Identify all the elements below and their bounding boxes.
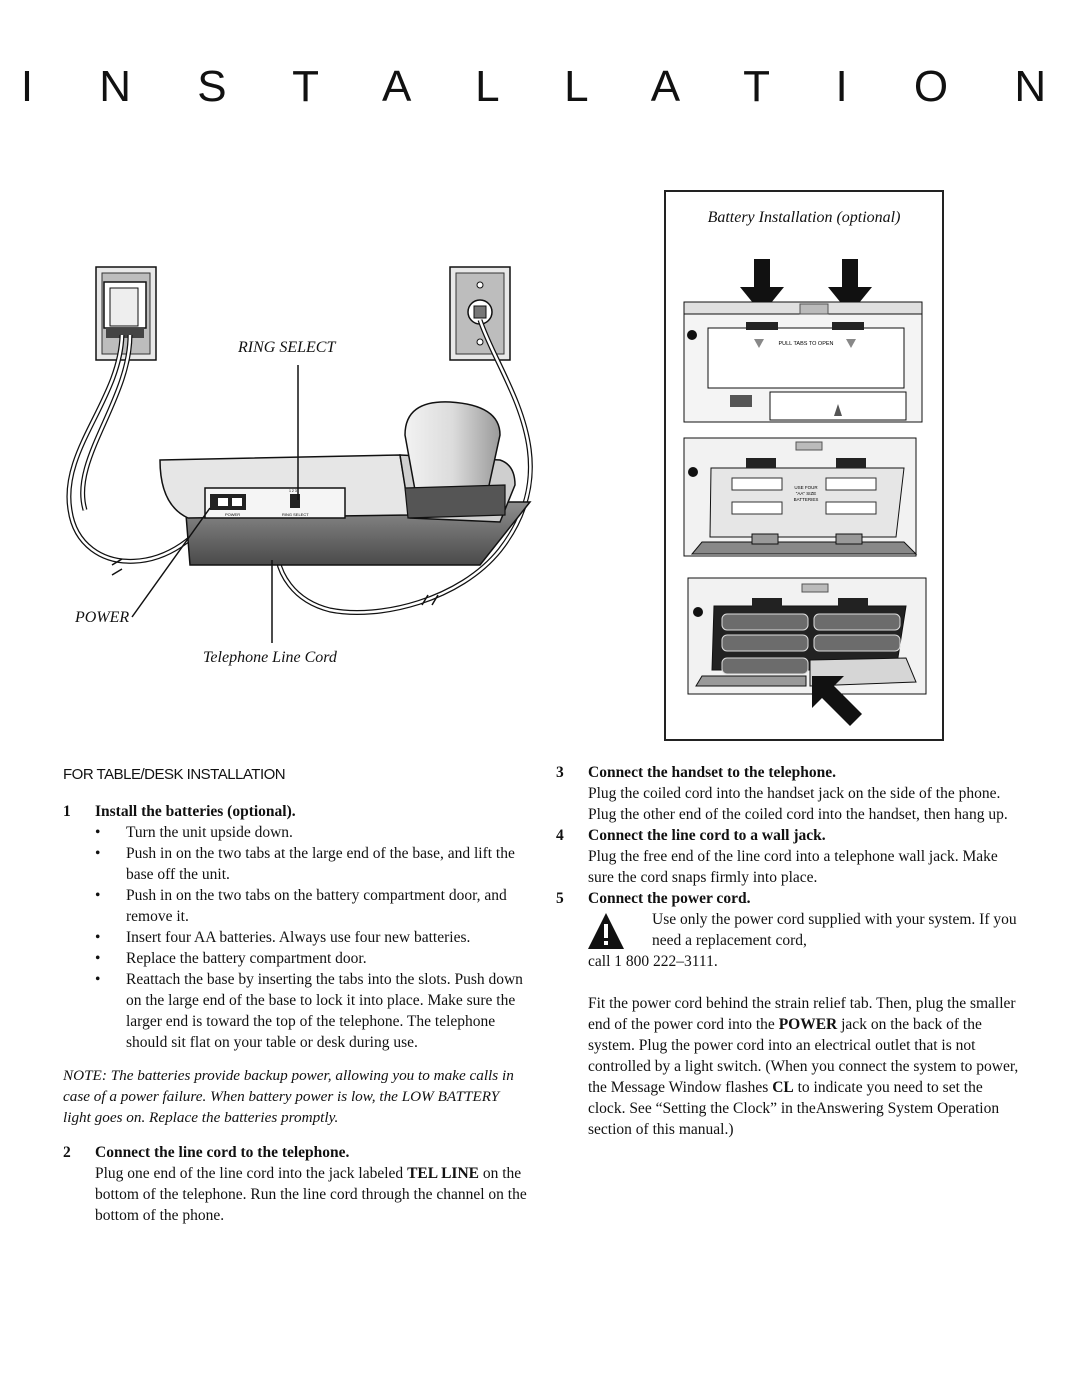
- step-1-title: Install the batteries (optional).: [95, 803, 296, 820]
- step-3-number: 3: [556, 764, 564, 781]
- use-four-text-2: "AA" SIZE: [796, 491, 816, 496]
- step-1-header: 1 Install the batteries (optional).: [63, 801, 528, 822]
- handset-icon: [404, 401, 506, 519]
- step-5-title: Connect the power cord.: [588, 890, 751, 907]
- switch-numbers: 1 2 3: [289, 489, 297, 493]
- section-heading: FOR TABLE/DESK INSTALLATION: [63, 766, 286, 783]
- bullet-item: • Push in on the two tabs at the large en…: [63, 843, 528, 885]
- bullet-item: • Turn the unit upside down.: [63, 822, 528, 843]
- note-label: NOTE:: [63, 1067, 107, 1084]
- bullet-text: Insert four AA batteries. Always use fou…: [126, 929, 471, 946]
- battery-steps-illustration: PULL TABS TO OPEN USE FOUR "AA" SIZE BAT…: [683, 259, 927, 726]
- use-four-text-3: BATTERIES: [794, 497, 819, 502]
- tel-line-label: TEL LINE: [407, 1165, 479, 1182]
- power-paragraph-part-1: Fit the power cord behind the strain rel…: [588, 995, 1016, 1033]
- cl-bold-label: CL: [772, 1079, 794, 1096]
- bullet-mark: •: [95, 824, 101, 841]
- bullet-item: • Push in on the two tabs on the battery …: [63, 885, 528, 927]
- battery-note: NOTE: The batteries provide backup power…: [63, 1065, 528, 1128]
- warning-text: Use only the power cord supplied with yo…: [652, 911, 1017, 949]
- step-2-text-b: on the bottom of the telephone. Run the …: [95, 1165, 527, 1224]
- bullet-item: • Insert four AA batteries. Always use fo…: [63, 927, 528, 948]
- bullet-mark: •: [95, 950, 101, 967]
- battery-installation-figure: Battery Installation (optional) PULL TAB…: [664, 190, 944, 741]
- phone-installation-figure: POWER RING SELECT 1 2 3: [66, 266, 533, 643]
- telephone-line-cord-label: Telephone Line Cord: [203, 649, 337, 666]
- power-label: POWER: [75, 609, 130, 626]
- power-paragraph-part-2: jack on the back of the system. Plug the…: [588, 1016, 1019, 1096]
- power-jack-label: POWER: [225, 512, 240, 517]
- up-left-arrow-icon: [812, 676, 862, 726]
- ring-select-label: RING SELECT: [238, 339, 336, 356]
- wall-power-outlet-icon: [95, 266, 157, 361]
- call-number-text: call 1 800 222–3111.: [588, 953, 718, 970]
- step-2-text: Plug one end of the line cord into the j…: [63, 1163, 528, 1226]
- step-3-text: Plug the coiled cord into the handset ja…: [588, 785, 1008, 823]
- step-2-title: Connect the line cord to the telephone.: [95, 1144, 350, 1161]
- left-text-column: FOR TABLE/DESK INSTALLATION 1 Install th…: [63, 764, 528, 1226]
- power-cord-paragraph: Fit the power cord behind the strain rel…: [556, 993, 1022, 1140]
- right-text-column: 3 Connect the handset to the telephone. …: [556, 762, 1022, 1140]
- power-bold-label: POWER: [778, 1016, 838, 1033]
- ring-select-switch-label: RING SELECT: [282, 512, 309, 517]
- bullet-text: Push in on the two tabs on the battery c…: [126, 887, 507, 925]
- bullet-mark: •: [95, 971, 101, 988]
- step-1-number: 1: [63, 803, 71, 820]
- bullet-text: Push in on the two tabs at the large end…: [126, 845, 515, 883]
- battery-figure-caption: Battery Installation (optional): [707, 209, 901, 226]
- step-3-header: 3 Connect the handset to the telephone.: [556, 762, 1022, 783]
- warning-block: Use only the power cord supplied with yo…: [556, 909, 1022, 951]
- note-text: The batteries provide backup power, allo…: [63, 1067, 514, 1126]
- step-5-number: 5: [556, 890, 564, 907]
- page-title: I N S T A L L A T I O N: [20, 62, 1074, 111]
- step-2-text-a: Plug one end of the line cord into the j…: [95, 1165, 408, 1182]
- step-4-number: 4: [556, 827, 564, 844]
- bullet-item: • Reattach the base by inserting the tabs…: [63, 969, 528, 1053]
- use-four-text-1: USE FOUR: [794, 485, 818, 490]
- power-paragraph-part-3: to indicate you need to set the clock. S…: [588, 1079, 1000, 1138]
- bullet-item: • Replace the battery compartment door.: [63, 948, 528, 969]
- step-4-text: Plug the free end of the line cord into …: [588, 848, 998, 886]
- bullet-mark: •: [95, 929, 101, 946]
- bullet-mark: •: [95, 845, 101, 862]
- step-3-title: Connect the handset to the telephone.: [588, 764, 836, 781]
- step-5-header: 5 Connect the power cord.: [556, 888, 1022, 909]
- step-4-title: Connect the line cord to a wall jack.: [588, 827, 826, 844]
- wall-phone-jack-icon: [449, 266, 511, 361]
- step-4-header: 4 Connect the line cord to a wall jack.: [556, 825, 1022, 846]
- bullet-text: Replace the battery compartment door.: [126, 950, 367, 967]
- down-arrow-icon: [740, 259, 872, 314]
- bullet-text: Reattach the base by inserting the tabs …: [126, 971, 523, 1051]
- pull-tabs-text: PULL TABS TO OPEN: [778, 341, 833, 347]
- bullet-text: Turn the unit upside down.: [126, 824, 293, 841]
- bullet-mark: •: [95, 887, 101, 904]
- warning-icon: [588, 913, 624, 949]
- step-2-header: 2 Connect the line cord to the telephone…: [63, 1142, 528, 1163]
- step-2-number: 2: [63, 1144, 71, 1161]
